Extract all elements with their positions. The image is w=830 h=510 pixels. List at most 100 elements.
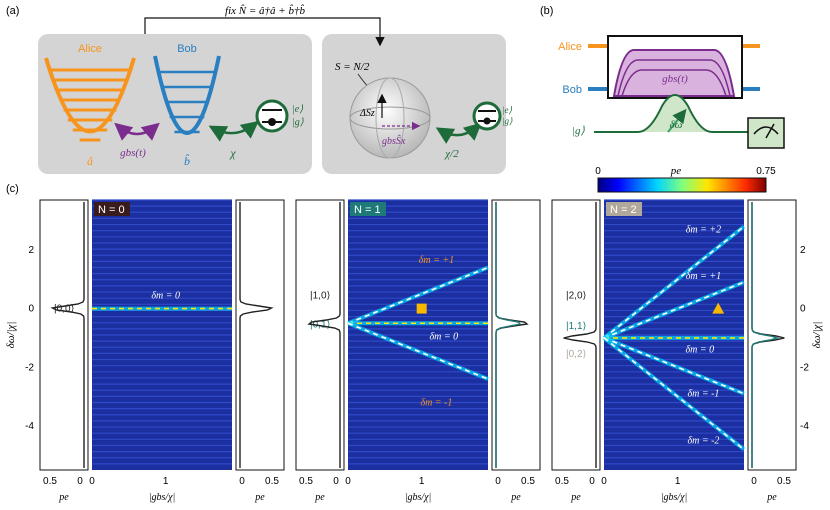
ket-label: |0,2⟩ [566, 349, 586, 360]
S-equation: S = N/2 [335, 61, 370, 73]
pe-spectrum [563, 202, 597, 468]
pe-spectrum [50, 202, 85, 468]
resonance-line [603, 337, 745, 451]
colorbar-title: pe [670, 165, 682, 177]
ket-label: |1,0⟩ [310, 290, 330, 301]
b-gbs-label: gbs(t) [662, 73, 688, 85]
bloch-equator [349, 106, 431, 130]
chi-half-label: χ/2 [444, 148, 459, 160]
gbs-pulse-inner-1 [617, 59, 731, 97]
delta-m-label: δm = -1 [687, 389, 719, 400]
gbs-coupling-arrow [114, 122, 160, 141]
side-tick: 0 [77, 476, 83, 487]
g-ket: |g⟩ [292, 117, 304, 128]
y-tick-right: -2 [800, 362, 809, 373]
b-alice-label: Alice [558, 41, 582, 53]
delta-m-label: δm = +1 [419, 255, 454, 266]
alice-levels [51, 68, 129, 142]
qubit-icon [255, 99, 289, 133]
bob-label: Bob [177, 43, 197, 55]
chi-label: χ [229, 146, 236, 160]
x-tick: 1 [675, 476, 681, 487]
panel-tag: N = 2 [610, 204, 637, 216]
e-ket-2: |e⟩ [502, 105, 512, 115]
gbs-pulse-inner-2 [621, 69, 727, 97]
qubit2-dot [483, 117, 491, 125]
y-tick-right: 0 [800, 304, 806, 315]
resonance-line [347, 322, 489, 380]
side-tick: 0.5 [777, 476, 791, 487]
x-axis-label: |gbs/χ| [405, 492, 432, 503]
e-ket: |e⟩ [292, 104, 303, 115]
resonance-line [603, 225, 745, 339]
triangle-marker [712, 302, 725, 314]
b-g-label: |g⟩ [572, 125, 586, 137]
pe-spectrum [751, 202, 780, 468]
side-tick: 0 [239, 476, 245, 487]
x-tick: 1 [419, 476, 425, 487]
left-pe-panel [295, 199, 345, 471]
panel-tag-bg [606, 202, 642, 216]
x-tick: 0 [89, 476, 95, 487]
panel-a: (a) fix N̂ = â†â + b̂†b̂ Alice â Bob b̂ … [6, 4, 513, 174]
dSz-label: ΔSz [359, 108, 375, 119]
x-tick: 0 [601, 476, 607, 487]
panel-c-label: (c) [6, 183, 19, 195]
panel-tag-bg [94, 202, 130, 216]
panel-tag: N = 1 [354, 204, 381, 216]
panel-tag: N = 0 [98, 204, 125, 216]
resonance-line [347, 266, 489, 325]
a-operator: â [87, 154, 93, 168]
bob-levels [159, 70, 215, 134]
chi-half-arrow [435, 122, 482, 144]
pe-axis-label: pe [570, 492, 581, 503]
pe-axis-label: pe [766, 492, 777, 503]
delta-m-label: δm = 0 [685, 345, 714, 356]
y-tick-right: -4 [800, 421, 809, 432]
qubit-drive-pulse [594, 94, 748, 133]
gbsSx-label: gbsŜx [382, 135, 406, 147]
y-axis-label-left: δω/|χ| [5, 322, 17, 349]
x-axis-label: |gbs/χ| [149, 492, 176, 503]
panel-tag-bg [350, 202, 386, 216]
qubit-dot [268, 118, 276, 126]
x-tick: 0 [345, 476, 351, 487]
side-tick: 0.5 [43, 476, 57, 487]
pe-spectrum [239, 202, 274, 468]
pe-axis-label: pe [510, 492, 521, 503]
y-axis-label-right: δω/|χ| [811, 322, 823, 349]
right-pe-panel [235, 199, 285, 471]
chi-coupling-arrow [208, 120, 259, 142]
b-bob-label: Bob [562, 84, 582, 96]
panel-b-label: (b) [540, 5, 553, 17]
dw-arrow [667, 108, 687, 133]
b-dw-label: δω [670, 119, 683, 131]
ket-label: |0,0⟩ [54, 304, 74, 315]
meter-dial [753, 126, 779, 135]
delta-m-label: δm = +1 [686, 271, 721, 282]
side-tick: 0 [495, 476, 501, 487]
b-operator: b̂ [184, 154, 190, 168]
right-pe-panel [491, 199, 541, 471]
y-tick-left: -4 [25, 421, 34, 432]
pe-axis-label: pe [254, 492, 265, 503]
alice-label: Alice [78, 43, 102, 55]
side-tick: 0.5 [299, 476, 313, 487]
x-axis-label: |gbs/χ| [661, 492, 688, 503]
delta-m-label: δm = 0 [429, 331, 458, 342]
pe-axis-label: pe [58, 492, 69, 503]
y-tick-left: 2 [28, 245, 34, 256]
y-tick-left: -2 [25, 362, 34, 373]
delta-m-label: δm = -1 [420, 397, 452, 408]
pe-spectrum [495, 202, 522, 468]
meter-needle [765, 123, 775, 139]
plot-group-2: N = 2δm = +2δm = +1δm = 0δm = -1δm = -2|… [551, 199, 797, 503]
delta-m-label: δm = +2 [686, 224, 721, 235]
side-tick: 0.5 [555, 476, 569, 487]
side-tick: 0.5 [265, 476, 279, 487]
panel-a-label: (a) [6, 5, 19, 17]
